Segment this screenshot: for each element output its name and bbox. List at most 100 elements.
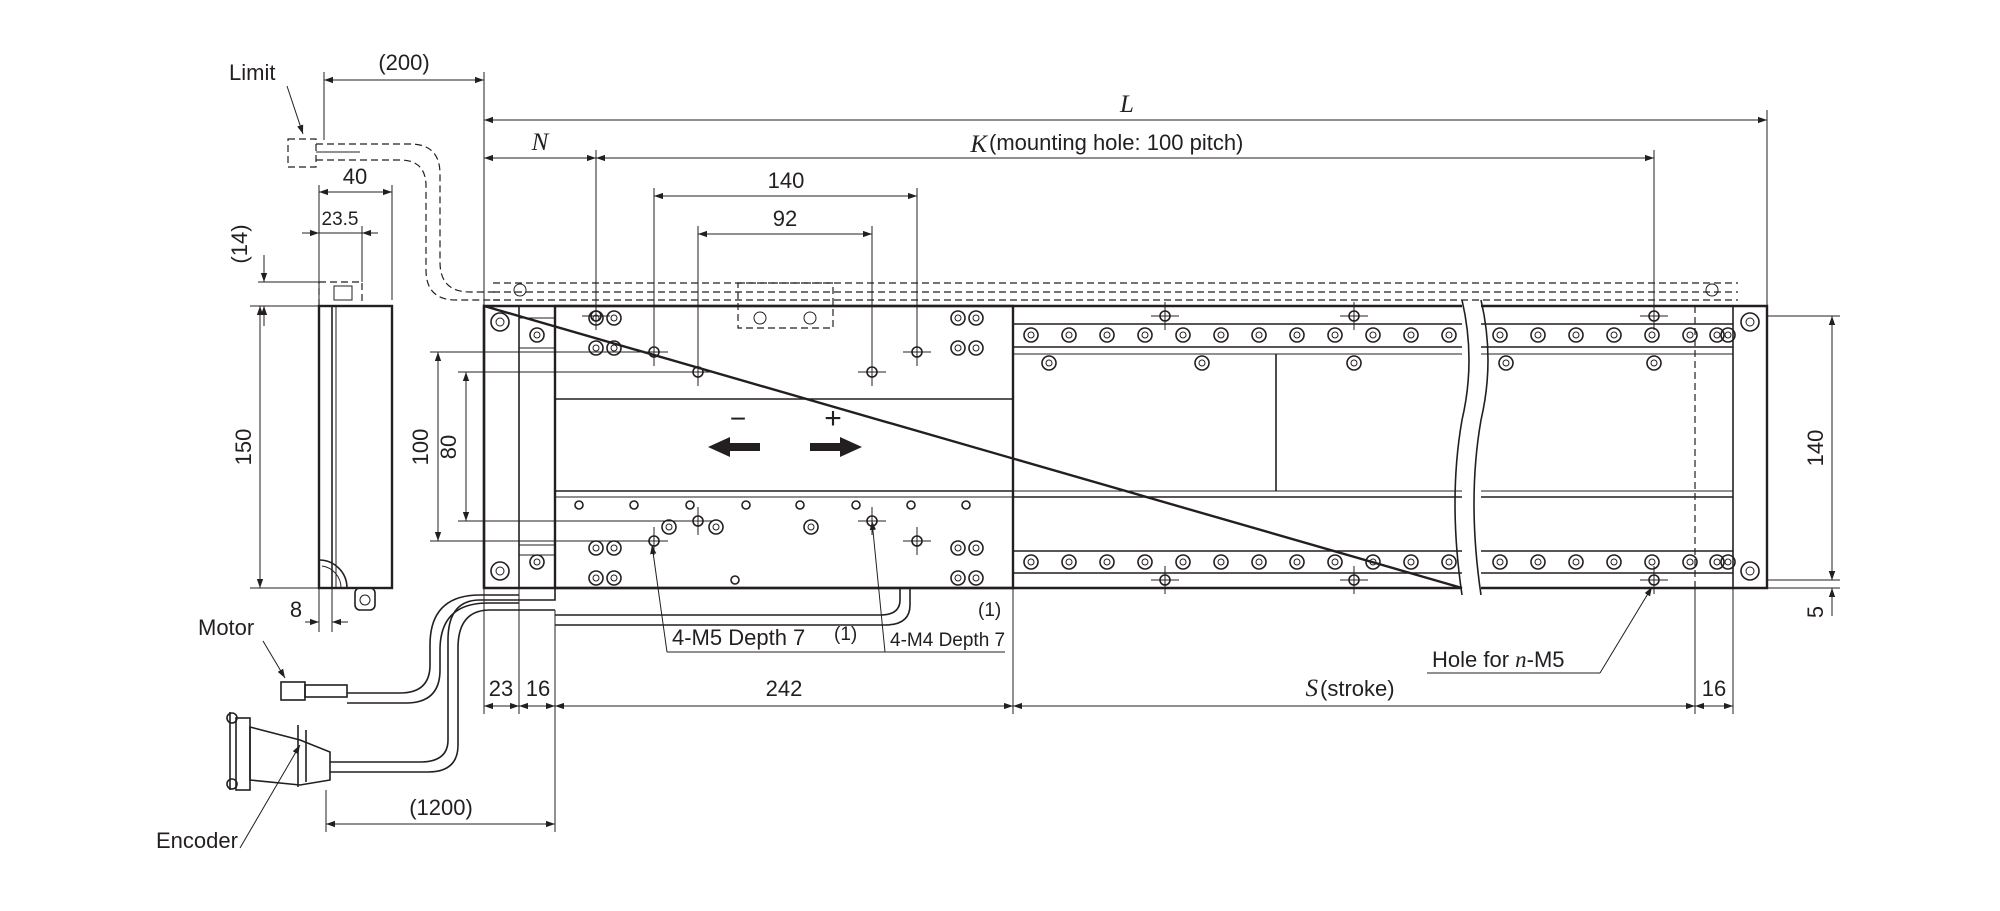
limit-cable [287,138,1738,301]
rail-bolt-center [1027,331,1035,339]
rail-bolt-center [1255,331,1263,339]
actuator-top-view [482,299,1769,596]
rail-bolt [606,540,622,556]
rail-bolt [1061,327,1077,343]
rail-bolt [1289,327,1305,343]
rail-bolt [1606,554,1622,570]
rail-bolt [1720,327,1736,343]
callouts: 4-M5 Depth 7 (1) 4-M4 Depth 7 (1) Hole f… [650,520,1653,674]
rail-bolt-center [1255,558,1263,566]
dim-40: 40 [343,164,367,189]
rail-bolt [1709,327,1725,343]
callout-m5-depth: 4-M5 Depth 7 [672,625,805,650]
rail-bolt-center [1293,558,1301,566]
rail-bolt-center [592,544,600,552]
rail-bolt-center [1534,558,1542,566]
rail-bolt-center [1293,331,1301,339]
rail-bolt-center [1610,558,1618,566]
callout-m4-depth: 4-M4 Depth 7 [890,630,1005,651]
rail-bolt [1327,327,1343,343]
rail-bolt-center [1713,331,1721,339]
rail-bolt [1213,554,1229,570]
rail-bolt [1441,327,1457,343]
rail-bolt-center [972,314,980,322]
rail-bolt [1099,554,1115,570]
rail-bolt-center [1648,331,1656,339]
minus-direction-arrow [708,437,760,457]
rail-bolt-center [1686,558,1694,566]
mounting-hole-centerline [1151,302,1179,330]
rail-bolt-center [1179,331,1187,339]
rail-bolt-center [592,574,600,582]
rail-bolt-center [1065,558,1073,566]
dim-140-top: 140 [768,168,805,193]
rail-bolt-center [1534,331,1542,339]
rail-bolt-center [1331,331,1339,339]
rail-bolt [950,540,966,556]
rail-bolt [588,540,604,556]
rail-bolt-center [1496,331,1504,339]
rail-bolt [1644,554,1660,570]
rail-bolt-center [1027,558,1035,566]
rail-bolt [950,570,966,586]
callout-hole-for: Hole for n-M5 [1432,647,1565,672]
dim-16-left: 16 [526,676,550,701]
rail-bolt-center [1496,558,1504,566]
slider-small-hole [851,500,861,510]
rail-bolt-center [1065,331,1073,339]
rail-bolt [1289,554,1305,570]
left-vertical-dimensions: 100 80 [408,351,698,542]
dim-92: 92 [773,206,797,231]
slider-small-hole [629,500,639,510]
rail-bolt [968,570,984,586]
rail-bolt [1194,355,1210,371]
dim-K-text: (mounting hole: 100 pitch) [989,130,1243,155]
slider-hole-center [712,523,720,531]
limit-sensor-right [1705,283,1719,297]
rail-bolt [1251,554,1267,570]
rail-bolt [1441,554,1457,570]
dim-S-text: (stroke) [1320,676,1395,701]
rail-bolt [1720,554,1736,570]
rail-bolt-center [610,344,618,352]
rail-bolt-center [1141,558,1149,566]
rail-bolt [1137,327,1153,343]
rail-bolt-center [954,344,962,352]
dim-100: 100 [408,429,433,466]
rail-bolt-center [1445,558,1453,566]
slider-small-hole [961,500,971,510]
side-view-dimensions: 40 23.5 (14) 150 8 [227,164,393,632]
dim-150: 150 [231,429,256,466]
rail-bolt [1365,554,1381,570]
sensor-box [737,282,834,329]
slider-small-hole [741,500,751,510]
rail-bolt [968,340,984,356]
rail-bolt [950,340,966,356]
dim-80: 80 [436,435,461,459]
base-outline [482,304,1769,590]
slider-small-hole [685,500,695,510]
dim-K: K [969,131,988,158]
rail-bolt [1251,327,1267,343]
dim-23: 23 [489,676,513,701]
rail-bolt-center [610,574,618,582]
rail-bolt-center [592,314,600,322]
rail-bolt [1175,554,1191,570]
rail-bolt [529,327,545,343]
dim-242: 242 [766,676,803,701]
plus-label: + [824,402,842,435]
label-motor: Motor [198,615,254,640]
rail-bolt [1175,327,1191,343]
slider-table: − + [553,282,1015,590]
slider-outline [553,304,1015,590]
slider-hole-center [665,523,673,531]
slider-small-hole [906,500,916,510]
hole-n-symbol: n [1515,647,1527,672]
rail-bolt [1137,554,1153,570]
rail-bolt-center [1724,558,1732,566]
rail-bolt-center [1331,558,1339,566]
rail-bolt [588,340,604,356]
rail-bolt-center [1198,359,1206,367]
rail-bolt [1646,355,1662,371]
dim-14: (14) [227,224,252,263]
